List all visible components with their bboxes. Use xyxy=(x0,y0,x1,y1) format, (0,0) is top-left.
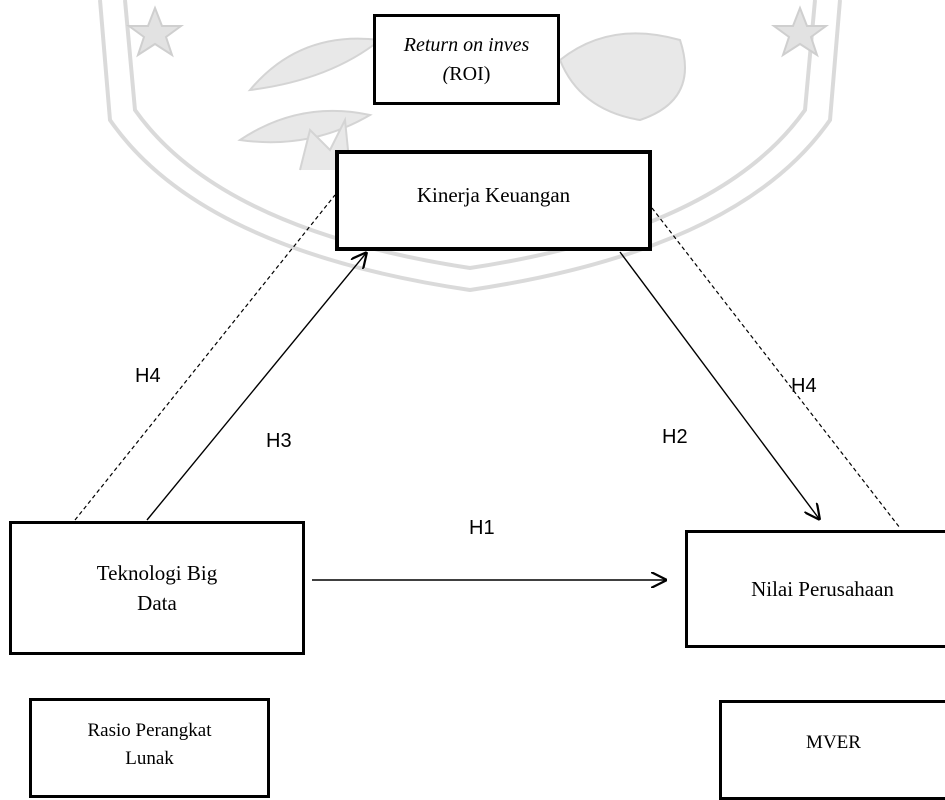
box-nilai-perusahaan: Nilai Perusahaan xyxy=(685,530,945,648)
watermark-leaf xyxy=(237,109,373,144)
roi-label-acronym: ROI) xyxy=(449,62,491,85)
watermark-cotton xyxy=(558,32,686,122)
rasio-label-line2: Lunak xyxy=(125,747,174,769)
roi-label-paren: ( xyxy=(442,62,450,85)
nilai-perusahaan-label: Nilai Perusahaan xyxy=(751,576,894,601)
box-rasio-perangkat-lunak: Rasio Perangkat Lunak xyxy=(29,698,270,798)
roi-label-line1: Return on inves xyxy=(403,33,530,56)
arrow-h2 xyxy=(619,251,820,520)
label-h2: H2 xyxy=(662,426,688,448)
mver-label: MVER xyxy=(806,732,861,753)
label-h1: H1 xyxy=(469,517,495,539)
box-kinerja-keuangan: Kinerja Keuangan xyxy=(335,150,652,251)
watermark-inner-arc xyxy=(123,0,817,271)
roi-label-line2: (ROI) xyxy=(443,60,491,89)
label-h3: H3 xyxy=(266,430,292,452)
watermark-star-left xyxy=(125,5,185,58)
box-roi: Return on inves (ROI) xyxy=(373,14,560,105)
arrow-h3 xyxy=(146,252,367,521)
dashed-line-h4-left xyxy=(74,194,336,521)
dashed-line-h4-right xyxy=(651,207,901,529)
rasio-label-line1: Rasio Perangkat xyxy=(87,720,212,741)
label-h4-right: H4 xyxy=(791,375,817,397)
box-mver: MVER xyxy=(719,700,945,800)
big-data-label-line2: Data xyxy=(137,591,177,615)
label-h4-left: H4 xyxy=(135,365,161,387)
kinerja-keuangan-label: Kinerja Keuangan xyxy=(416,183,571,207)
big-data-label-line1: Teknologi Big xyxy=(96,560,218,585)
watermark-star-right xyxy=(770,5,830,58)
box-teknologi-big-data: Teknologi Big Data xyxy=(9,521,305,655)
watermark-arc xyxy=(98,0,842,293)
